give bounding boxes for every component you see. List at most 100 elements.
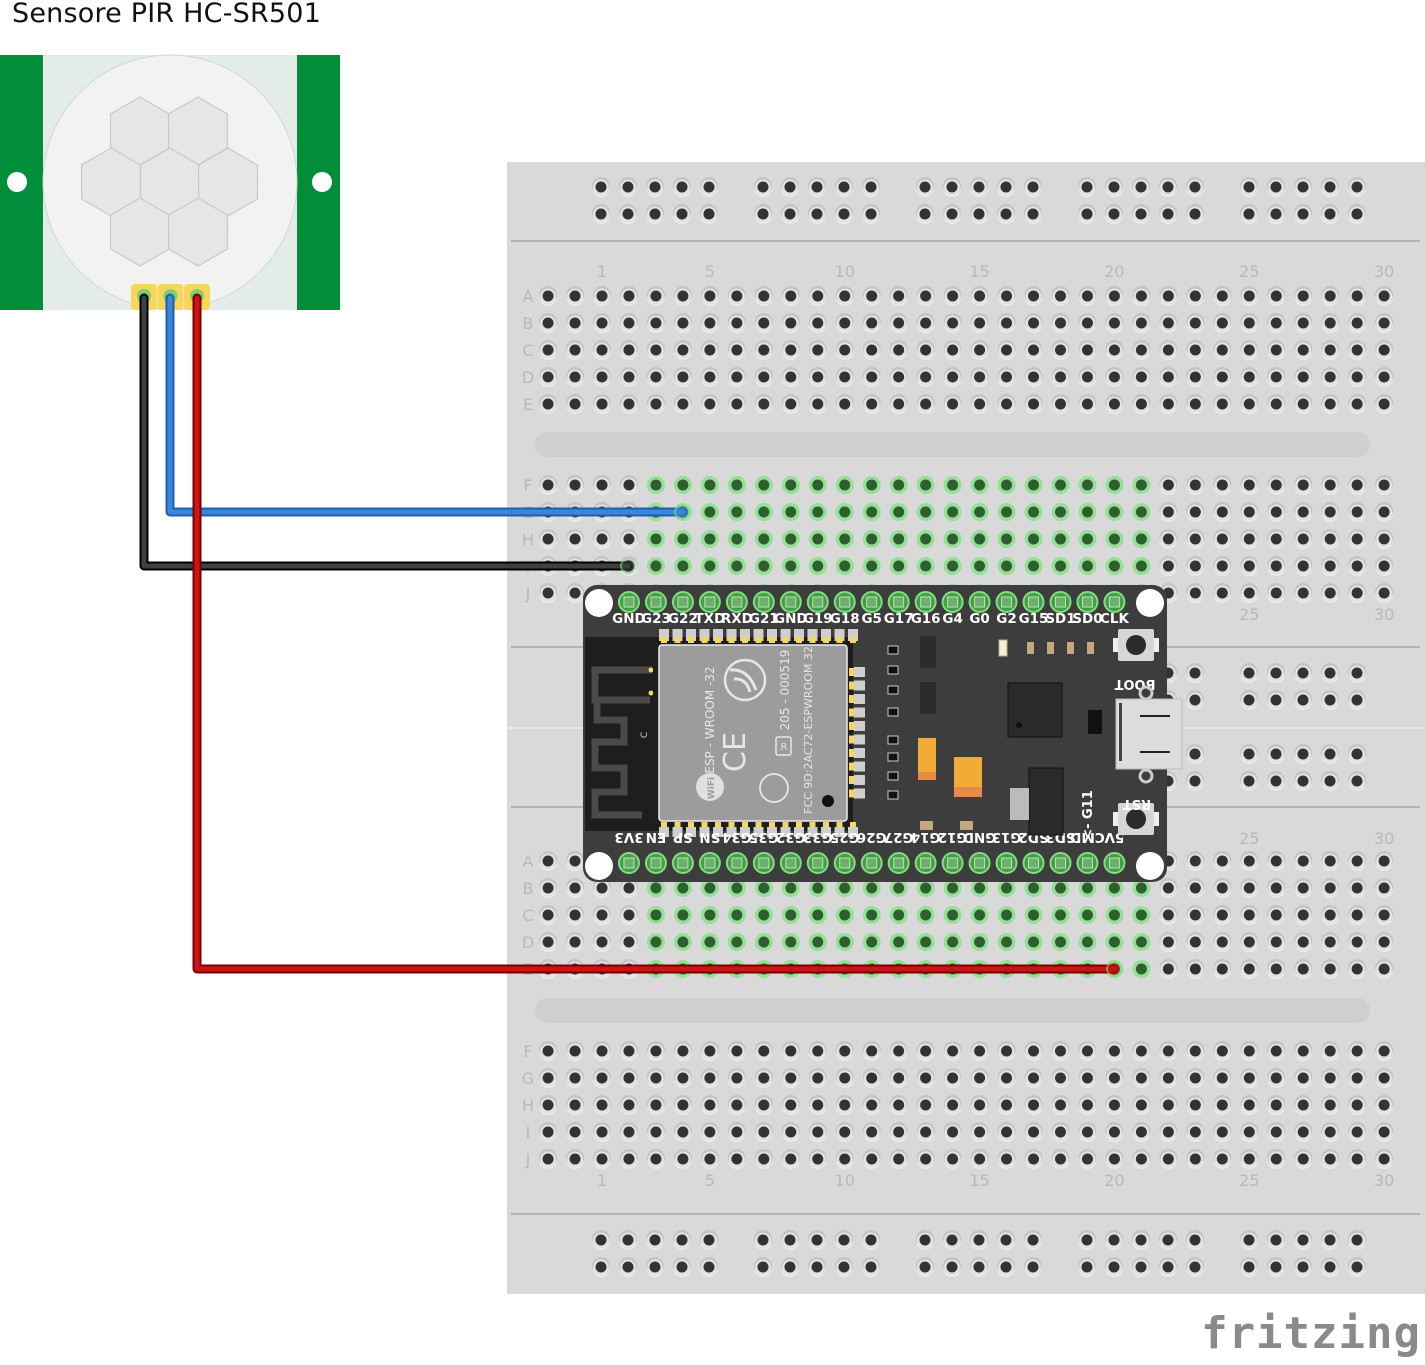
breadboard-hole[interactable] xyxy=(1051,879,1070,897)
breadboard-hole[interactable] xyxy=(835,879,854,897)
breadboard-hole[interactable] xyxy=(1294,502,1313,522)
breadboard-hole[interactable] xyxy=(1024,313,1043,333)
breadboard-hole[interactable] xyxy=(781,1257,799,1277)
breadboard-hole[interactable] xyxy=(700,1257,718,1277)
breadboard-hole[interactable] xyxy=(997,933,1016,951)
breadboard-hole[interactable] xyxy=(862,1230,880,1250)
breadboard-hole[interactable] xyxy=(566,313,585,333)
breadboard-hole[interactable] xyxy=(997,1122,1016,1142)
breadboard-hole[interactable] xyxy=(539,529,558,549)
breadboard-hole[interactable] xyxy=(1105,1257,1123,1277)
breadboard-hole[interactable] xyxy=(700,557,719,575)
breadboard-hole[interactable] xyxy=(970,1095,989,1115)
breadboard-hole[interactable] xyxy=(970,476,989,494)
breadboard-hole[interactable] xyxy=(1240,583,1259,603)
breadboard-hole[interactable] xyxy=(1186,1068,1205,1088)
breadboard-hole[interactable] xyxy=(1024,1122,1043,1142)
breadboard-hole[interactable] xyxy=(1024,1257,1042,1277)
breadboard-hole[interactable] xyxy=(1321,177,1339,197)
breadboard-hole[interactable] xyxy=(1348,1122,1367,1142)
breadboard-hole[interactable] xyxy=(835,204,853,224)
bottom-pin-sn[interactable]: SN xyxy=(698,829,721,874)
breadboard-hole[interactable] xyxy=(835,1068,854,1088)
breadboard-hole[interactable] xyxy=(970,340,989,360)
bottom-pin-g34[interactable]: G34 xyxy=(722,829,752,874)
breadboard-hole[interactable] xyxy=(916,1122,935,1142)
breadboard-hole[interactable] xyxy=(916,906,935,924)
breadboard-hole[interactable] xyxy=(916,367,935,387)
breadboard-hole[interactable] xyxy=(808,1122,827,1142)
breadboard-hole[interactable] xyxy=(781,503,800,521)
breadboard-hole[interactable] xyxy=(1213,1041,1232,1061)
breadboard-hole[interactable] xyxy=(1051,1122,1070,1142)
breadboard-hole[interactable] xyxy=(1078,1122,1097,1142)
breadboard-hole[interactable] xyxy=(1051,1041,1070,1061)
breadboard-hole[interactable] xyxy=(862,933,881,951)
breadboard-hole[interactable] xyxy=(566,905,585,925)
breadboard-hole[interactable] xyxy=(1213,286,1232,306)
breadboard-hole[interactable] xyxy=(1078,503,1097,521)
breadboard-hole[interactable] xyxy=(1294,475,1313,495)
breadboard-hole[interactable] xyxy=(1078,1149,1097,1169)
breadboard-hole[interactable] xyxy=(1294,771,1312,791)
breadboard-hole[interactable] xyxy=(1294,1041,1313,1061)
breadboard-hole[interactable] xyxy=(673,286,692,306)
breadboard-hole[interactable] xyxy=(1078,313,1097,333)
breadboard-hole[interactable] xyxy=(646,476,665,494)
top-pin-g15[interactable]: G15 xyxy=(1019,591,1049,627)
breadboard-hole[interactable] xyxy=(1105,1149,1124,1169)
breadboard-hole[interactable] xyxy=(1051,313,1070,333)
breadboard-hole[interactable] xyxy=(970,1122,989,1142)
breadboard-hole[interactable] xyxy=(808,557,827,575)
breadboard-hole[interactable] xyxy=(754,1041,773,1061)
breadboard-hole[interactable] xyxy=(1024,204,1042,224)
breadboard-hole[interactable] xyxy=(1024,340,1043,360)
breadboard-hole[interactable] xyxy=(1159,556,1178,576)
breadboard-hole[interactable] xyxy=(1321,475,1340,495)
breadboard-hole[interactable] xyxy=(619,286,638,306)
breadboard-hole[interactable] xyxy=(835,1122,854,1142)
breadboard-hole[interactable] xyxy=(754,1257,772,1277)
breadboard-hole[interactable] xyxy=(1321,1149,1340,1169)
breadboard-hole[interactable] xyxy=(1105,557,1124,575)
breadboard-hole[interactable] xyxy=(592,1257,610,1277)
breadboard-hole[interactable] xyxy=(1078,394,1097,414)
breadboard-hole[interactable] xyxy=(754,394,773,414)
breadboard-hole[interactable] xyxy=(835,503,854,521)
breadboard-hole[interactable] xyxy=(619,177,637,197)
breadboard-hole[interactable] xyxy=(1078,286,1097,306)
breadboard-hole[interactable] xyxy=(566,367,585,387)
breadboard-hole[interactable] xyxy=(1240,1257,1258,1277)
breadboard-hole[interactable] xyxy=(808,503,827,521)
breadboard-hole[interactable] xyxy=(862,503,881,521)
breadboard-hole[interactable] xyxy=(700,1149,719,1169)
breadboard-hole[interactable] xyxy=(1186,1095,1205,1115)
breadboard-hole[interactable] xyxy=(943,1149,962,1169)
breadboard-hole[interactable] xyxy=(700,1041,719,1061)
breadboard-hole[interactable] xyxy=(1375,959,1394,979)
breadboard-hole[interactable] xyxy=(1348,932,1367,952)
breadboard-hole[interactable] xyxy=(970,177,988,197)
breadboard-hole[interactable] xyxy=(1078,340,1097,360)
breadboard-hole[interactable] xyxy=(889,906,908,924)
breadboard-hole[interactable] xyxy=(619,1230,637,1250)
breadboard-hole[interactable] xyxy=(1132,367,1151,387)
breadboard-hole[interactable] xyxy=(1240,475,1259,495)
breadboard-hole[interactable] xyxy=(1132,1068,1151,1088)
bottom-pin-en[interactable]: EN xyxy=(644,829,667,874)
breadboard-hole[interactable] xyxy=(1132,960,1151,978)
breadboard-hole[interactable] xyxy=(1375,1041,1394,1061)
breadboard-hole[interactable] xyxy=(619,1068,638,1088)
breadboard-hole[interactable] xyxy=(916,557,935,575)
breadboard-hole[interactable] xyxy=(1267,177,1285,197)
breadboard-hole[interactable] xyxy=(593,1149,611,1169)
breadboard-hole[interactable] xyxy=(1294,177,1312,197)
breadboard-hole[interactable] xyxy=(970,906,989,924)
breadboard-hole[interactable] xyxy=(1321,1257,1339,1277)
breadboard-hole[interactable] xyxy=(1294,556,1313,576)
breadboard-hole[interactable] xyxy=(1132,933,1151,951)
breadboard-hole[interactable] xyxy=(997,557,1016,575)
breadboard-hole[interactable] xyxy=(889,933,908,951)
breadboard-hole[interactable] xyxy=(1186,286,1205,306)
breadboard-hole[interactable] xyxy=(592,204,610,224)
